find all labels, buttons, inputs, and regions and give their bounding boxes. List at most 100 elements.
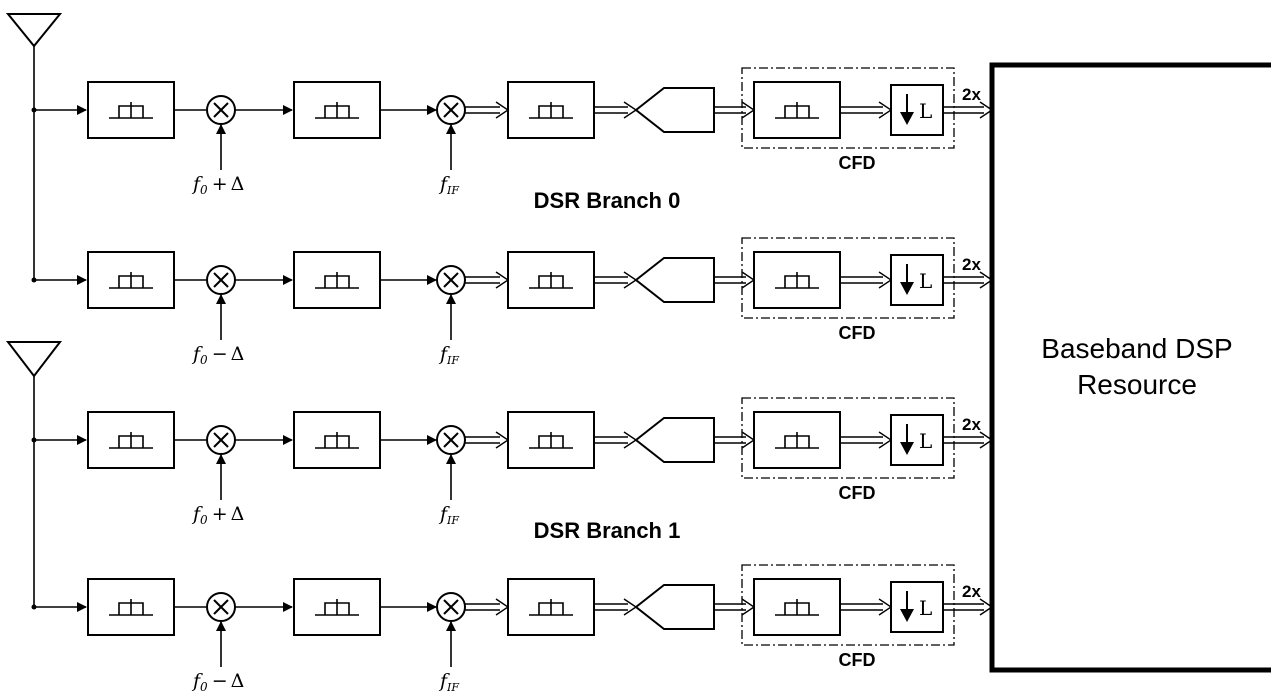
mixer-icon [436, 265, 466, 295]
lo-freq-label: f0+Δ [191, 173, 244, 197]
lo-freq-op: + [212, 503, 228, 525]
double-arrow [594, 598, 638, 616]
double-arrow [714, 431, 756, 449]
decimator-block: L [890, 254, 944, 306]
branch-label: DSR Branch 0 [534, 188, 681, 213]
rate-label: 2x [962, 255, 981, 274]
double-arrow [465, 101, 510, 119]
bandpass-filter-block [87, 578, 175, 636]
lo-freq-delta: Δ [231, 670, 245, 692]
cfd-box [741, 564, 955, 646]
lo-freq-sub: 0 [200, 353, 208, 367]
adc-block [634, 584, 715, 630]
lo-freq-delta: Δ [231, 173, 245, 195]
if-freq-sub: IF [446, 514, 459, 527]
double-arrow [943, 598, 994, 616]
down-arrow-icon [900, 442, 914, 455]
lo-freq-sub: 0 [200, 513, 208, 527]
if-freq-label: fIF [438, 503, 459, 527]
bandpass-filter-block [87, 251, 175, 309]
bandpass-filter-block [507, 578, 595, 636]
if-freq-sub: IF [446, 354, 459, 367]
cfd-label: CFD [839, 483, 876, 503]
bandpass-filter-block [293, 81, 381, 139]
double-arrow [714, 271, 756, 289]
double-arrow [714, 598, 756, 616]
double-arrow [465, 598, 510, 616]
if-freq-sub: IF [446, 681, 459, 694]
cfd-label: CFD [839, 153, 876, 173]
double-arrow [840, 431, 893, 449]
double-arrow [943, 431, 994, 449]
baseband-dsp-block [989, 62, 1271, 673]
mixer-icon [206, 265, 236, 295]
down-arrow-icon [900, 282, 914, 295]
decimator-block: L [890, 414, 944, 466]
dsp-label-line1: Baseband DSP [1041, 333, 1232, 364]
down-arrow-icon [900, 609, 914, 622]
if-freq-label: fIF [438, 343, 459, 367]
bandpass-filter-block [753, 81, 841, 139]
mixer-icon [206, 592, 236, 622]
rate-label: 2x [962, 415, 981, 434]
lo-freq-sub: 0 [200, 183, 208, 197]
branch-label: DSR Branch 1 [534, 518, 681, 543]
bandpass-filter-block [753, 578, 841, 636]
lo-freq-op: − [212, 343, 228, 365]
antenna-icon [5, 13, 63, 280]
bandpass-filter-block [507, 251, 595, 309]
double-arrow [943, 271, 994, 289]
double-arrow [840, 271, 893, 289]
bandpass-filter-block [87, 81, 175, 139]
lo-freq-delta: Δ [231, 503, 245, 525]
cfd-box [741, 237, 955, 319]
mixer-icon [436, 95, 466, 125]
cfd-box [741, 397, 955, 479]
lo-freq-delta: Δ [231, 343, 245, 365]
rate-label: 2x [962, 85, 981, 104]
if-freq-label: fIF [438, 173, 459, 197]
lo-freq-label: f0−Δ [191, 670, 244, 694]
lo-freq-label: f0−Δ [191, 343, 244, 367]
rate-label: 2x [962, 582, 981, 601]
bandpass-filter-block [87, 411, 175, 469]
cfd-box [741, 67, 955, 149]
cfd-label: CFD [839, 650, 876, 670]
bandpass-filter-block [507, 411, 595, 469]
bandpass-filter-block [753, 251, 841, 309]
dsp-label-line2: Resource [1077, 369, 1197, 400]
decimator-block: L [890, 84, 944, 136]
bandpass-filter-block [293, 411, 381, 469]
double-arrow [465, 431, 510, 449]
mixer-icon [206, 425, 236, 455]
cfd-label: CFD [839, 323, 876, 343]
bandpass-filter-block [507, 81, 595, 139]
double-arrow [840, 598, 893, 616]
mixer-icon [436, 592, 466, 622]
lo-freq-sub: 0 [200, 680, 208, 694]
adc-block [634, 257, 715, 303]
adc-block [634, 87, 715, 133]
down-arrow-icon [900, 112, 914, 125]
double-arrow [594, 271, 638, 289]
double-arrow [840, 101, 893, 119]
lo-freq-label: f0+Δ [191, 503, 244, 527]
bandpass-filter-block [293, 578, 381, 636]
double-arrow [594, 431, 638, 449]
lo-freq-op: + [212, 173, 228, 195]
bandpass-filter-block [293, 251, 381, 309]
decimation-factor: L [919, 596, 932, 620]
decimation-factor: L [919, 269, 932, 293]
adc-block [634, 417, 715, 463]
double-arrow [465, 271, 510, 289]
bandpass-filter-block [753, 411, 841, 469]
double-arrow [594, 101, 638, 119]
mixer-icon [206, 95, 236, 125]
decimation-factor: L [919, 99, 932, 123]
lo-freq-op: − [212, 670, 228, 692]
